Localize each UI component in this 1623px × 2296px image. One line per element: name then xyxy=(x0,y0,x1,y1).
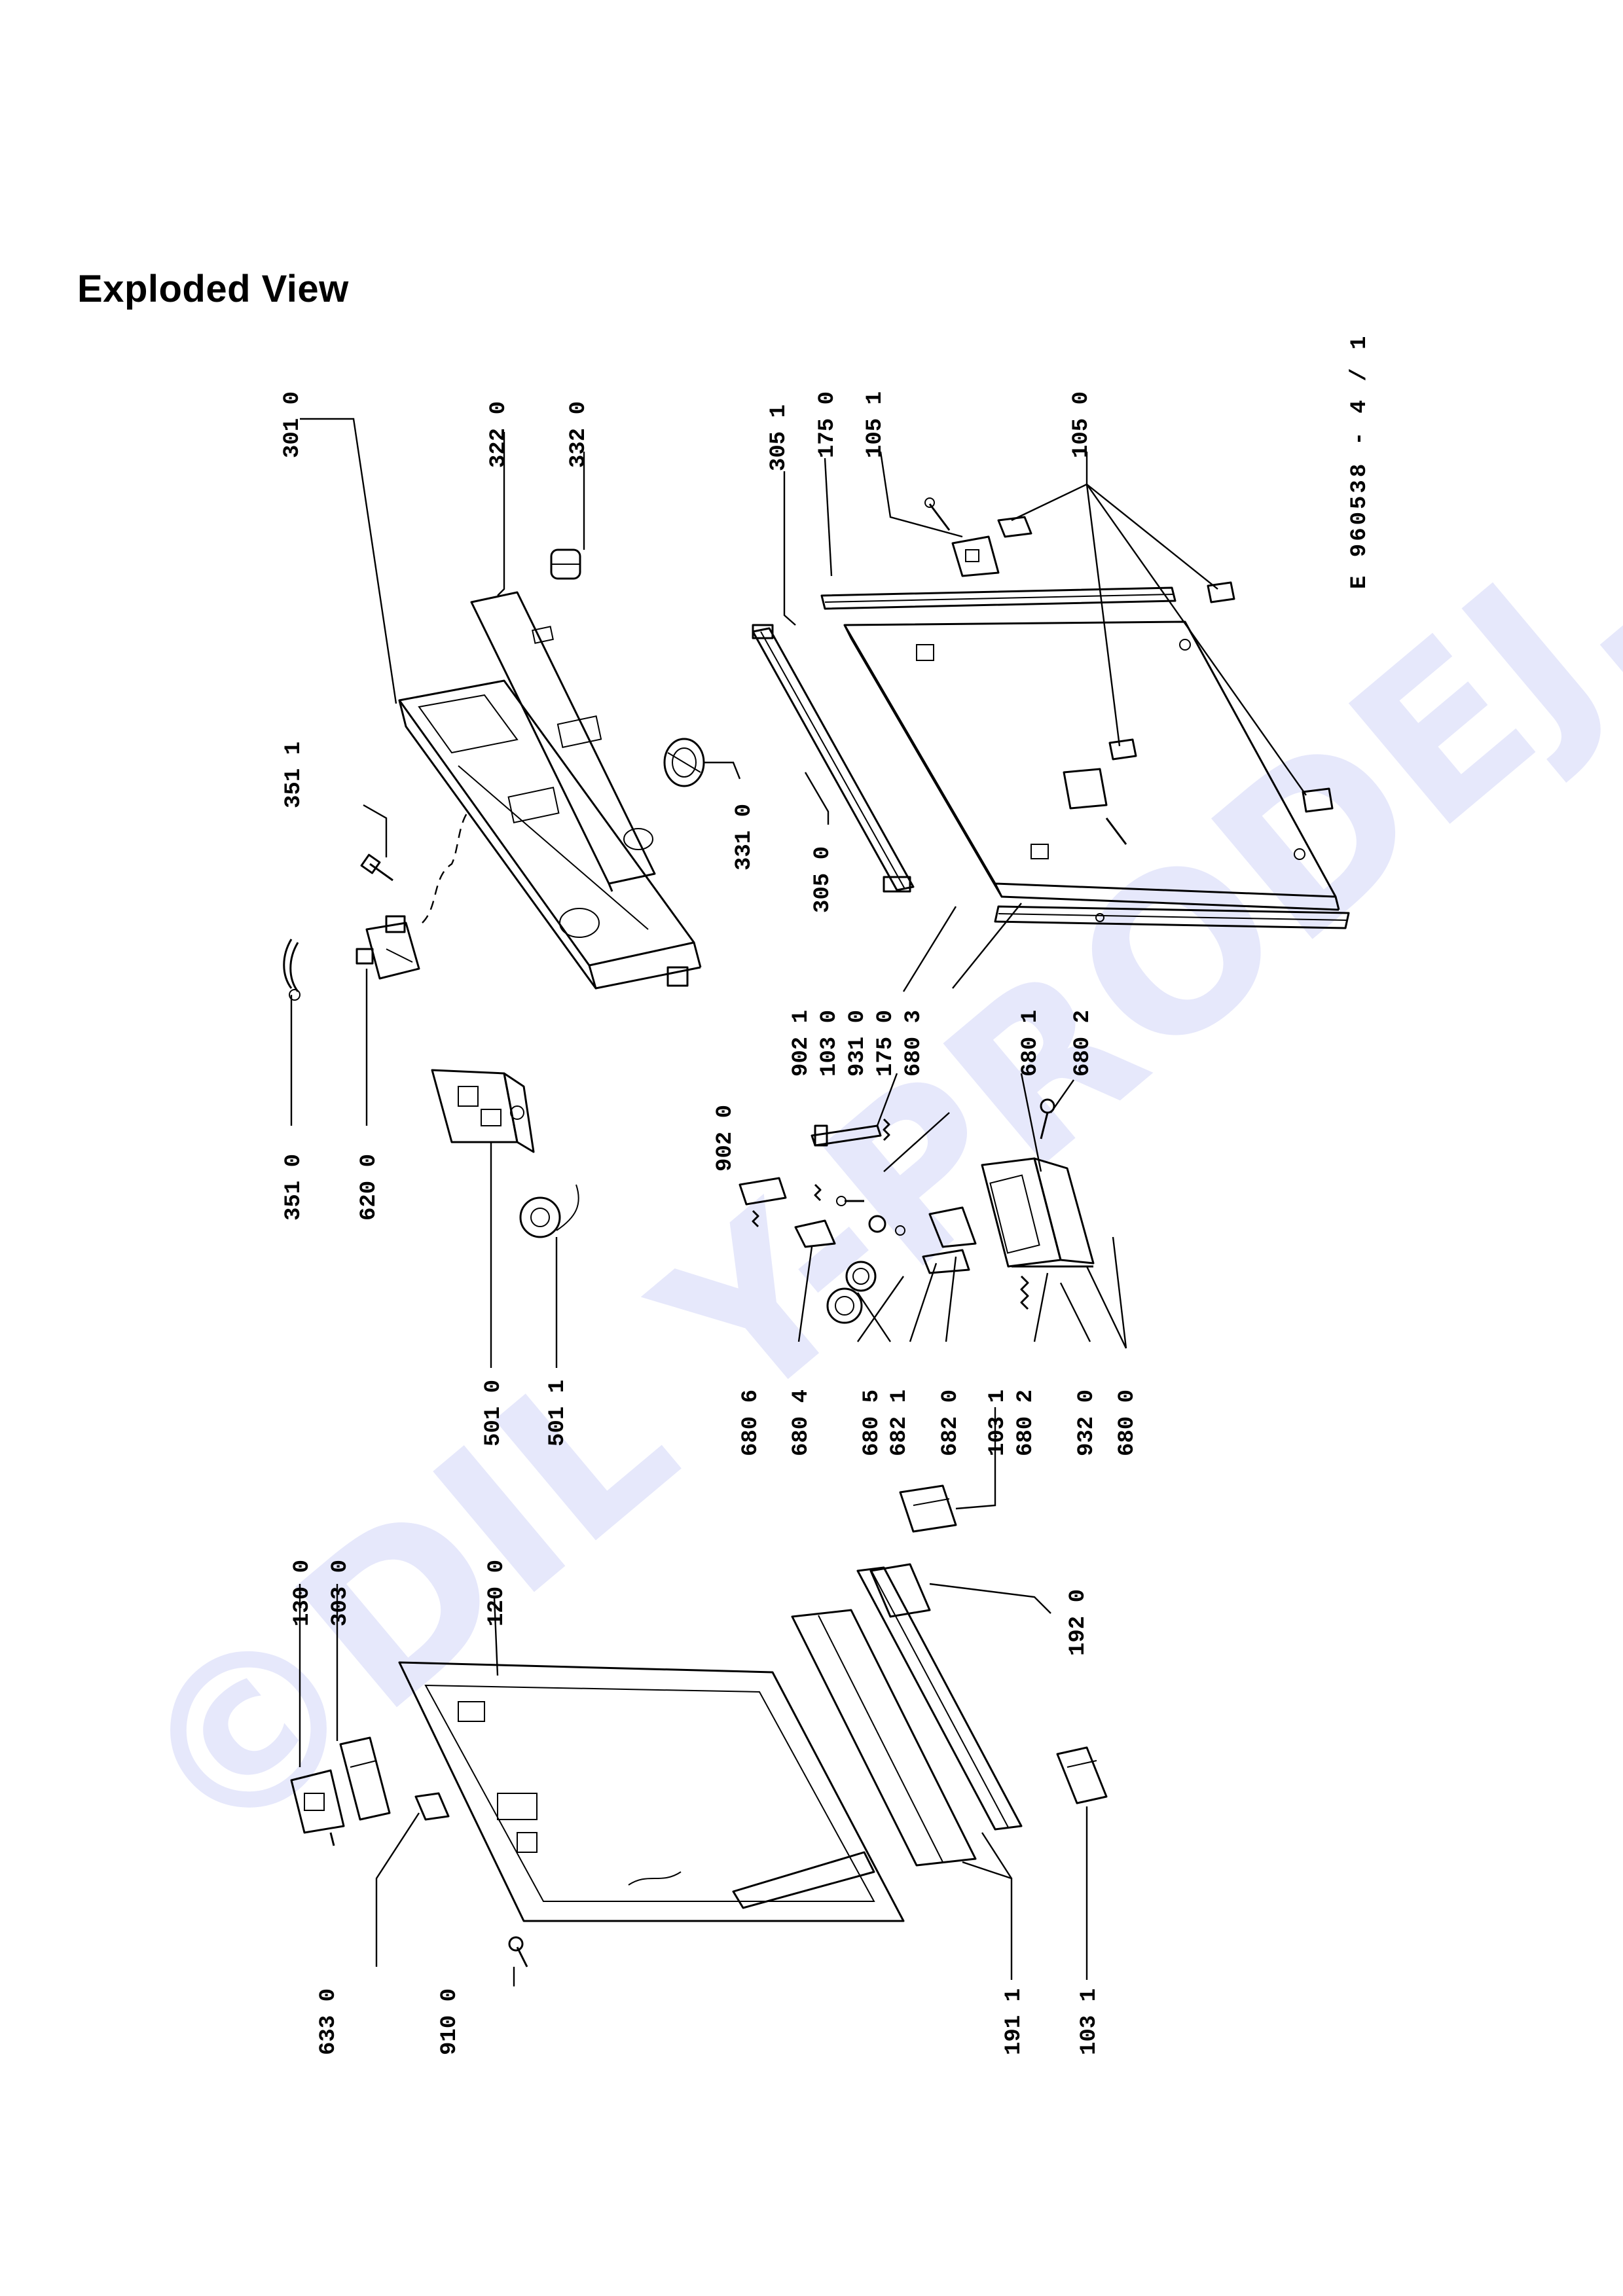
front-foot-part xyxy=(1056,1746,1108,1804)
label-351-1: 351 1 xyxy=(282,742,306,808)
label-680-4: 680 4 xyxy=(789,1390,814,1456)
label-680-0: 680 0 xyxy=(1115,1390,1140,1456)
part-labels: 301 0 322 0 332 0 305 1 175 0 105 1 105 … xyxy=(280,334,1372,2055)
label-192-0: 192 0 xyxy=(1066,1589,1091,1656)
page-title: Exploded View xyxy=(77,268,349,310)
label-680-2: 680 2 xyxy=(1070,1010,1095,1077)
door-screw-part xyxy=(508,1936,528,1967)
label-902-0: 902 0 xyxy=(713,1105,738,1172)
label-501-0: 501 0 xyxy=(481,1380,506,1446)
leader-lines xyxy=(290,418,1307,1986)
label-331-0: 331 0 xyxy=(732,804,757,870)
side-profile-left-part xyxy=(752,624,915,893)
label-103-0: 103 0 xyxy=(817,1010,842,1077)
latch-lever-part xyxy=(811,1118,890,1147)
watermark-text: ©DIL Y-PRODEJ.cz xyxy=(87,321,1623,1898)
label-303-0: 303 0 xyxy=(328,1560,353,1626)
door-catch-part xyxy=(739,1177,822,1228)
door-frame-part xyxy=(398,1661,905,1922)
label-105-1: 105 1 xyxy=(863,391,888,458)
label-910-0: 910 0 xyxy=(437,1988,462,2055)
label-680-6: 680 6 xyxy=(739,1390,763,1456)
label-680-3: 680 3 xyxy=(902,1010,926,1077)
label-682-1: 682 1 xyxy=(887,1390,912,1456)
drawing-code: E 960538 - 4 / 1 xyxy=(1347,334,1372,589)
label-130-0: 130 0 xyxy=(290,1560,315,1626)
label-105-0: 105 0 xyxy=(1069,391,1094,458)
label-501-1: 501 1 xyxy=(545,1380,570,1446)
label-175-0-top: 175 0 xyxy=(815,391,840,458)
seal-strip-part xyxy=(856,1563,1023,1831)
label-301-0: 301 0 xyxy=(280,391,305,458)
label-351-0: 351 0 xyxy=(282,1154,306,1221)
latch-cover-part xyxy=(339,1736,391,1821)
hinge-part xyxy=(924,497,1000,577)
wire-lead-part xyxy=(283,939,301,1001)
side-profile-bottom-part xyxy=(994,905,1350,929)
label-931-0: 931 0 xyxy=(845,1010,870,1077)
label-332-0: 332 0 xyxy=(566,401,591,468)
small-cap-part xyxy=(550,548,581,580)
panel-strip-part xyxy=(470,591,656,892)
label-680-1: 680 1 xyxy=(1018,1010,1043,1077)
label-680-2b: 680 2 xyxy=(1013,1390,1038,1456)
switch-bracket-part xyxy=(356,811,469,980)
round-knob-part xyxy=(663,738,705,787)
screw-part xyxy=(360,853,393,882)
label-932-0: 932 0 xyxy=(1074,1390,1099,1456)
door-panel-part xyxy=(843,620,1340,911)
label-680-5: 680 5 xyxy=(860,1390,884,1456)
dispenser-bracket-part xyxy=(794,1196,905,1248)
label-620-0: 620 0 xyxy=(357,1154,382,1221)
label-322-0: 322 0 xyxy=(486,401,511,468)
label-103-1-mid: 103 1 xyxy=(985,1390,1010,1456)
label-103-1-bot: 103 1 xyxy=(1077,1988,1102,2055)
label-633-0: 633 0 xyxy=(316,1988,341,2055)
hinge-bracket-part xyxy=(997,516,1334,845)
side-profile-top-part xyxy=(820,586,1176,610)
door-latch-part xyxy=(290,1769,345,1846)
door-bracket-part xyxy=(414,1792,450,1821)
foot-block-part xyxy=(899,1484,957,1533)
label-305-1: 305 1 xyxy=(767,404,792,471)
label-682-0: 682 0 xyxy=(938,1390,963,1456)
detergent-dispenser-part xyxy=(826,1098,1095,1324)
label-175-0-mid: 175 0 xyxy=(873,1010,898,1077)
control-panel-part xyxy=(398,679,702,990)
timer-motor-part xyxy=(519,1184,579,1238)
label-902-1: 902 1 xyxy=(789,1010,814,1077)
bottom-trim-part xyxy=(791,1609,977,1867)
label-305-0: 305 0 xyxy=(811,846,835,913)
programmer-unit-part xyxy=(431,1069,535,1153)
label-191-1: 191 1 xyxy=(1002,1988,1027,2055)
label-120-0: 120 0 xyxy=(484,1560,509,1626)
